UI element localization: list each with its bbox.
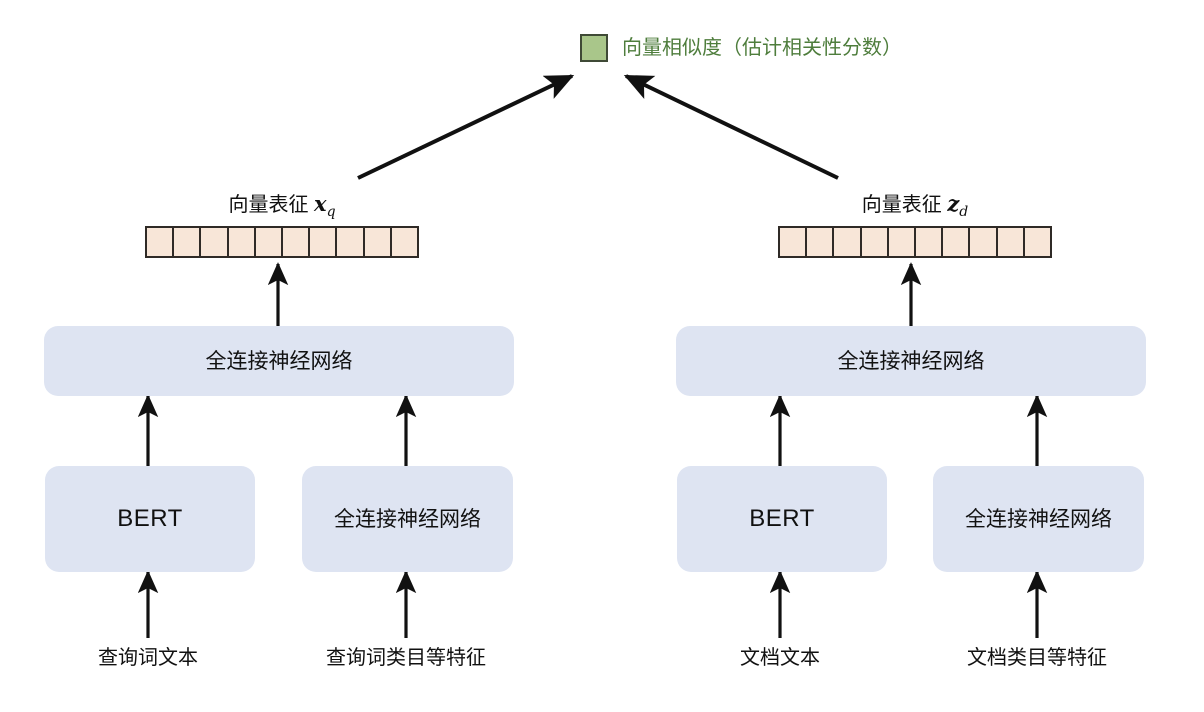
query-text-input-label: 查询词文本	[98, 647, 198, 669]
query-vector: 向量表征 xq	[145, 192, 419, 259]
vector-cell	[943, 228, 971, 257]
doc-fusion-fc-box[interactable]: 全连接神经网络	[676, 326, 1146, 396]
vector-cell	[174, 228, 202, 257]
vector-cell	[807, 228, 835, 257]
query-fusion-fc-box[interactable]: 全连接神经网络	[44, 326, 514, 396]
vector-cell	[888, 228, 917, 257]
vector-cell	[310, 228, 338, 257]
query-vector-symbol: x	[314, 191, 327, 216]
doc-vector: 向量表征 zd	[778, 192, 1052, 259]
vector-cell	[970, 228, 998, 257]
vector-cell	[283, 228, 311, 257]
vector-cell	[255, 228, 284, 257]
vector-cell	[780, 228, 808, 257]
vector-cell	[916, 228, 944, 257]
vector-cell	[391, 228, 418, 257]
query-vector-label: 向量表征 xq	[145, 192, 419, 220]
doc-feature-fc-box[interactable]: 全连接神经网络	[933, 466, 1144, 572]
query-feature-fc-box[interactable]: 全连接神经网络	[302, 466, 513, 572]
query-vector-cells	[145, 226, 419, 259]
doc-vector-symbol: z	[947, 191, 960, 216]
similarity-node: 向量相似度（估计相关性分数）	[580, 34, 902, 62]
query-vector-subscript: q	[326, 204, 336, 220]
arrow-doc-to-similarity	[623, 74, 839, 180]
query-feature-input-label: 查询词类目等特征	[326, 647, 486, 669]
vector-cell	[147, 228, 175, 257]
doc-vector-label: 向量表征 zd	[778, 192, 1052, 220]
doc-vector-subscript: d	[959, 204, 969, 220]
arrow-query-to-similarity	[357, 74, 575, 180]
vector-cell	[201, 228, 229, 257]
vector-cell	[834, 228, 862, 257]
vector-cell	[228, 228, 256, 257]
doc-bert-box[interactable]: BERT	[677, 466, 887, 572]
doc-vector-cells	[778, 226, 1052, 259]
similarity-swatch	[580, 34, 608, 62]
query-vector-label-text: 向量表征	[228, 194, 309, 216]
vector-cell	[997, 228, 1025, 257]
doc-feature-input-label: 文档类目等特征	[967, 647, 1107, 669]
vector-cell	[1024, 228, 1051, 257]
vector-cell	[337, 228, 365, 257]
similarity-label: 向量相似度（估计相关性分数）	[622, 37, 902, 59]
query-bert-box[interactable]: BERT	[45, 466, 255, 572]
doc-vector-label-text: 向量表征	[861, 194, 942, 216]
vector-cell	[364, 228, 392, 257]
vector-cell	[861, 228, 889, 257]
doc-text-input-label: 文档文本	[740, 647, 820, 669]
